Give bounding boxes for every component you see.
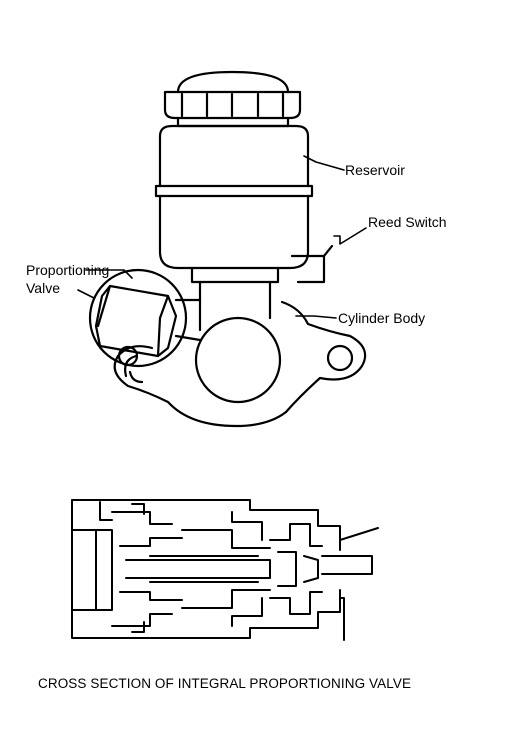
leader-lines: [77, 155, 367, 319]
reservoir-neck: [190, 266, 280, 332]
label-proportioning-valve-line2: Valve: [26, 280, 60, 296]
label-reed-switch: Reed Switch: [368, 214, 447, 230]
label-reservoir: Reservoir: [345, 162, 405, 178]
reservoir-cap: [163, 70, 302, 128]
reservoir: [154, 124, 314, 270]
proportioning-valve: [88, 268, 202, 368]
cross-section: [71, 499, 379, 641]
figure-caption: CROSS SECTION OF INTEGRAL PROPORTIONING …: [38, 676, 412, 691]
label-proportioning-valve-line1: Proportioning: [26, 262, 110, 278]
reed-switch: [290, 244, 334, 284]
label-cylinder-body: Cylinder Body: [338, 310, 426, 326]
